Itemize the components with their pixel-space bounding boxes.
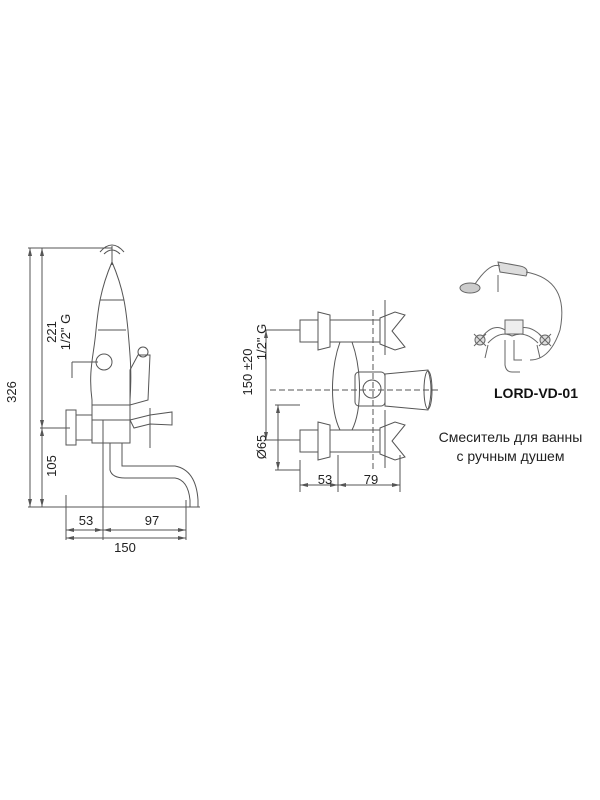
model-name: LORD-VD-01 bbox=[494, 385, 579, 401]
description-line-2: с ручным душем bbox=[456, 448, 565, 464]
dim-total-width: 150 bbox=[114, 540, 136, 555]
product-thumbnail bbox=[459, 261, 563, 373]
front-view-drawing bbox=[265, 300, 440, 492]
dim-lower-height: 105 bbox=[44, 455, 59, 477]
product-description: Смеситель для ванны с ручным душем bbox=[428, 428, 593, 466]
dim-side-thread: 1/2" G bbox=[58, 314, 73, 350]
dim-spout-width: 97 bbox=[145, 513, 159, 528]
dim-upper-height: 221 bbox=[44, 321, 59, 343]
dim-diameter: Ø65 bbox=[254, 435, 269, 460]
dim-total-height: 326 bbox=[4, 381, 19, 403]
dim-left-width: 53 bbox=[79, 513, 93, 528]
dim-front-left: 53 bbox=[318, 472, 332, 487]
dim-spacing: 150 ±20 bbox=[240, 349, 255, 396]
description-line-1: Смеситель для ванны bbox=[438, 429, 583, 445]
dim-front-thread: 1/2" G bbox=[254, 324, 269, 360]
dim-front-right: 79 bbox=[364, 472, 378, 487]
side-view-drawing bbox=[28, 244, 200, 540]
